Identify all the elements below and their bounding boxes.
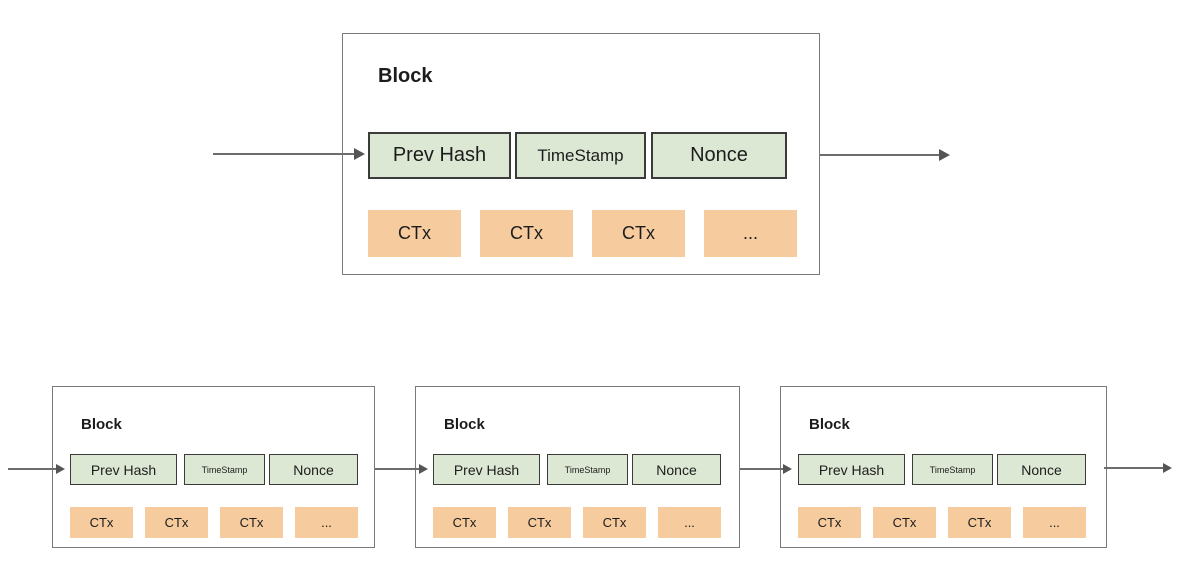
arrow-right-icon-out-of-chain-block-3 <box>1104 461 1172 475</box>
ctx-box: CTx <box>70 507 133 538</box>
transactions-row: CTx CTx CTx ... <box>70 507 358 538</box>
block-header-row: Prev Hash TimeStamp Nonce <box>433 454 721 485</box>
nonce-field: Nonce <box>997 454 1086 485</box>
timestamp-field: TimeStamp <box>547 454 628 485</box>
block-header-row: Prev Hash TimeStamp Nonce <box>798 454 1086 485</box>
chain-block: Block Prev Hash TimeStamp Nonce CTx CTx … <box>52 386 375 548</box>
ctx-box: CTx <box>480 210 573 257</box>
ellipsis-box: ... <box>658 507 721 538</box>
block-title: Block <box>444 416 485 433</box>
ctx-box: CTx <box>798 507 861 538</box>
prev-hash-field: Prev Hash <box>433 454 540 485</box>
nonce-field: Nonce <box>632 454 721 485</box>
arrow-right-icon-block-2-to-block-3 <box>740 462 792 476</box>
nonce-field: Nonce <box>269 454 358 485</box>
arrow-right-icon-out-of-main-block <box>820 148 950 162</box>
prev-hash-field: Prev Hash <box>368 132 511 179</box>
chain-block: Block Prev Hash TimeStamp Nonce CTx CTx … <box>780 386 1107 548</box>
ctx-box: CTx <box>368 210 461 257</box>
ctx-box: CTx <box>145 507 208 538</box>
prev-hash-field: Prev Hash <box>798 454 905 485</box>
timestamp-field: TimeStamp <box>184 454 265 485</box>
arrow-right-icon-into-main-block <box>213 147 365 161</box>
prev-hash-field: Prev Hash <box>70 454 177 485</box>
ctx-box: CTx <box>948 507 1011 538</box>
timestamp-field: TimeStamp <box>912 454 993 485</box>
block-title: Block <box>81 416 122 433</box>
arrow-right-icon-into-chain-block-1 <box>8 462 65 476</box>
block-header-row: Prev Hash TimeStamp Nonce <box>368 132 787 179</box>
ellipsis-box: ... <box>704 210 797 257</box>
ctx-box: CTx <box>220 507 283 538</box>
transactions-row: CTx CTx CTx ... <box>798 507 1086 538</box>
timestamp-field: TimeStamp <box>515 132 646 179</box>
block-title: Block <box>809 416 850 433</box>
block-title: Block <box>378 65 433 87</box>
transactions-row: CTx CTx CTx ... <box>368 210 797 257</box>
ctx-box: CTx <box>433 507 496 538</box>
ellipsis-box: ... <box>1023 507 1086 538</box>
ctx-box: CTx <box>508 507 571 538</box>
main-block: Block Prev Hash TimeStamp Nonce CTx CTx … <box>342 33 820 275</box>
ctx-box: CTx <box>873 507 936 538</box>
ctx-box: CTx <box>592 210 685 257</box>
arrow-right-icon-block-1-to-block-2 <box>375 462 428 476</box>
block-header-row: Prev Hash TimeStamp Nonce <box>70 454 358 485</box>
ctx-box: CTx <box>583 507 646 538</box>
nonce-field: Nonce <box>651 132 787 179</box>
transactions-row: CTx CTx CTx ... <box>433 507 721 538</box>
chain-block: Block Prev Hash TimeStamp Nonce CTx CTx … <box>415 386 740 548</box>
ellipsis-box: ... <box>295 507 358 538</box>
